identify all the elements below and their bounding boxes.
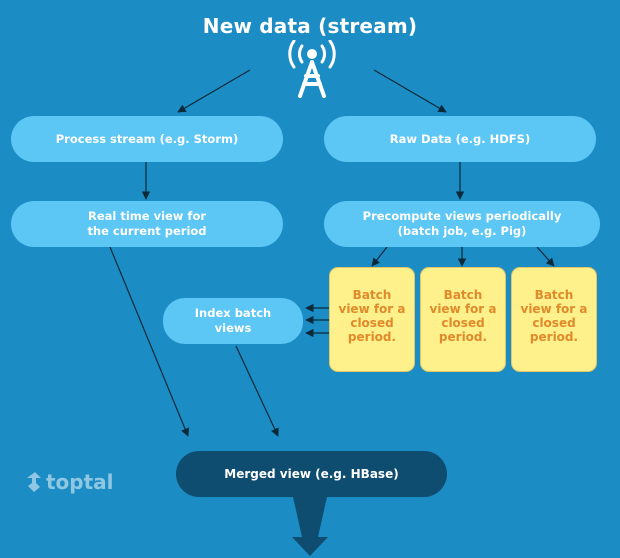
process-stream-label: Process stream (e.g. Storm) [55,131,239,146]
broadcast-tower-icon [288,40,336,98]
index-batch-views-label-1: Index batch [194,306,272,320]
diagram-title: New data (stream) [202,14,418,38]
precompute-views-label-2: (batch job, e.g. Pig) [397,224,527,238]
arrow-realtime-to-merged [109,246,189,437]
arrow-index-to-merged [235,345,279,437]
batch-view-line: closed [350,316,394,330]
batch-view-line: Batch [443,288,483,302]
index-batch-views-label-2: views [214,321,252,335]
batch-view-line: Batch [352,288,392,302]
toptal-brand: toptal [26,470,114,494]
batch-view-line: Batch [534,288,574,302]
realtime-view-label-2: the current period [87,224,207,238]
batch-view-card: Batch view for a closed period. [511,267,597,372]
batch-view-card: Batch view for a closed period. [420,267,506,372]
precompute-views-label-1: Precompute views periodically [362,209,562,223]
merged-view-label: Merged view (e.g. HBase) [224,466,399,481]
batch-view-card: Batch view for a closed period. [329,267,415,372]
raw-data-label: Raw Data (e.g. HDFS) [389,131,531,146]
batch-view-line: view for a [429,302,497,316]
index-batch-views-node: Index batch views [163,298,303,344]
batch-view-line: closed [441,316,485,330]
arrow-stream-to-process [177,69,251,113]
batch-view-line: closed [532,316,576,330]
merged-view-node: Merged view (e.g. HBase) [176,451,447,497]
arrow-precompute-to-batch-3 [536,246,555,267]
toptal-wordmark: toptal [46,470,114,494]
batch-view-line: period. [438,330,488,344]
output-arrow [292,497,328,556]
process-stream-node: Process stream (e.g. Storm) [11,116,283,162]
arrow-stream-to-raw [373,69,447,113]
arrow-precompute-to-batch-1 [371,246,388,267]
batch-view-line: view for a [338,302,406,316]
batch-view-line: period. [529,330,579,344]
raw-data-node: Raw Data (e.g. HDFS) [324,116,596,162]
realtime-view-node: Real time view for the current period [11,201,283,247]
batch-view-line: period. [347,330,397,344]
precompute-views-node: Precompute views periodically (batch job… [324,201,600,247]
realtime-view-label-1: Real time view for [87,209,207,223]
batch-view-line: view for a [520,302,588,316]
toptal-logo-icon [27,472,41,492]
